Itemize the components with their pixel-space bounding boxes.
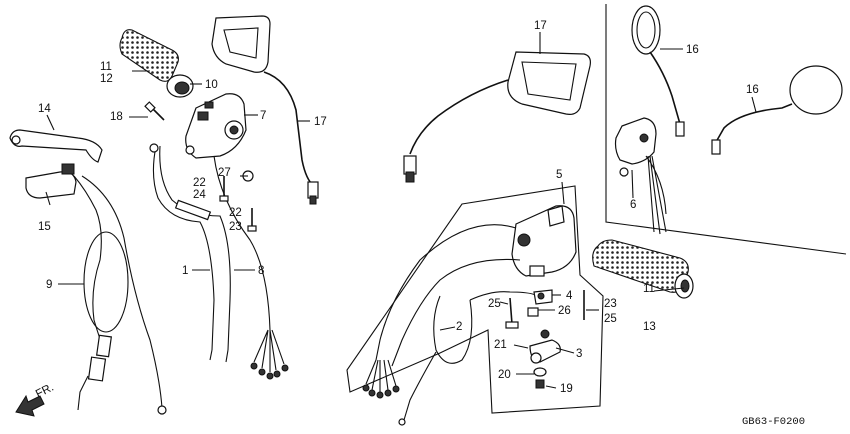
callout-13: 13 <box>643 321 656 333</box>
callout-12: 12 <box>100 73 113 85</box>
callout-2: 2 <box>456 321 462 333</box>
right-switch-wiring <box>362 224 521 399</box>
callout-27: 27 <box>218 167 231 179</box>
callout-18: 18 <box>110 111 123 123</box>
callout-16-right: 16 <box>746 84 759 96</box>
front-direction-indicator: FR. <box>15 382 56 417</box>
callout-22-upper: 22 <box>193 177 206 189</box>
callout-6: 6 <box>630 199 636 211</box>
callout-4: 4 <box>566 290 573 302</box>
callout-5: 5 <box>556 169 562 181</box>
inset-mirror-right <box>711 65 843 155</box>
callout-7: 7 <box>260 110 266 122</box>
callout-11-right: 11 <box>643 283 655 295</box>
right-grip <box>592 239 694 299</box>
callout-11: 11 <box>100 61 112 73</box>
diagram-code: GB63-F0200 <box>742 416 805 428</box>
inset-switch <box>614 117 667 235</box>
callout-10: 10 <box>205 79 218 91</box>
callout-labels: 11 12 10 14 18 7 17 27 22 24 22 23 15 1 … <box>38 20 759 395</box>
clutch-lever <box>9 129 103 163</box>
callout-14: 14 <box>38 103 51 115</box>
left-mirror <box>211 15 319 205</box>
inset-frame <box>605 4 847 255</box>
callout-16-upper: 16 <box>686 44 699 56</box>
callout-23-right: 23 <box>604 298 617 310</box>
callout-3: 3 <box>576 348 582 360</box>
callout-24: 24 <box>193 189 206 201</box>
callout-9: 9 <box>46 279 52 291</box>
callout-22-lower: 22 <box>229 207 242 219</box>
callout-17-left: 17 <box>314 116 327 128</box>
callout-1: 1 <box>182 265 188 277</box>
switch-wiring <box>213 155 289 380</box>
switch-bracket-parts <box>505 289 585 389</box>
callout-19: 19 <box>560 383 573 395</box>
leader-lines <box>45 32 757 389</box>
callout-8: 8 <box>258 265 264 277</box>
callout-20: 20 <box>498 369 511 381</box>
callout-17-right: 17 <box>534 20 547 32</box>
callout-21: 21 <box>494 339 507 351</box>
front-brake-switch-cable <box>398 291 541 426</box>
left-handlebar-switch <box>185 93 247 159</box>
inset-mirror-upper <box>631 5 685 137</box>
switch-assembly-frame <box>346 185 604 414</box>
right-mirror <box>403 51 591 183</box>
callout-23-left: 23 <box>229 221 242 233</box>
left-grip <box>119 29 194 98</box>
switch-screws <box>219 170 257 232</box>
throttle-cables <box>149 143 231 363</box>
screw-18 <box>144 101 165 121</box>
direction-label: FR. <box>34 382 56 401</box>
callout-25-left: 25 <box>488 298 501 310</box>
lever-holder <box>25 163 77 199</box>
clutch-cable <box>73 175 167 415</box>
callout-15: 15 <box>38 221 51 233</box>
callout-26: 26 <box>558 305 571 317</box>
right-handlebar-switch <box>511 205 577 277</box>
callout-25-right: 25 <box>604 313 617 325</box>
